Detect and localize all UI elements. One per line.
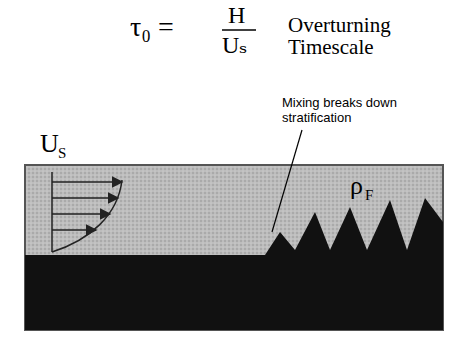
velocity-subscript: S <box>58 146 66 162</box>
velocity-label: U <box>40 130 59 157</box>
velocity-arrow <box>52 229 96 231</box>
velocity-arrow <box>52 181 122 183</box>
velocity-arrow <box>52 197 118 199</box>
fraction-bar <box>222 29 256 31</box>
overturning-caption: Overturning Timescale <box>288 14 408 58</box>
density-subscript: F <box>365 188 373 204</box>
leader-line <box>272 130 302 232</box>
formula-denominator: Uₛ <box>222 33 247 58</box>
formula-lhs: τ₀ = <box>130 12 174 41</box>
upper-layer <box>25 165 443 330</box>
formula-numerator: H <box>228 3 245 28</box>
profile-axis <box>51 172 53 252</box>
velocity-arrow <box>52 213 110 215</box>
density-label: ρ <box>350 172 363 199</box>
velocity-profile <box>52 180 122 252</box>
mixing-note: Mixing breaks down stratification <box>282 96 402 126</box>
dense-layer <box>25 198 443 330</box>
